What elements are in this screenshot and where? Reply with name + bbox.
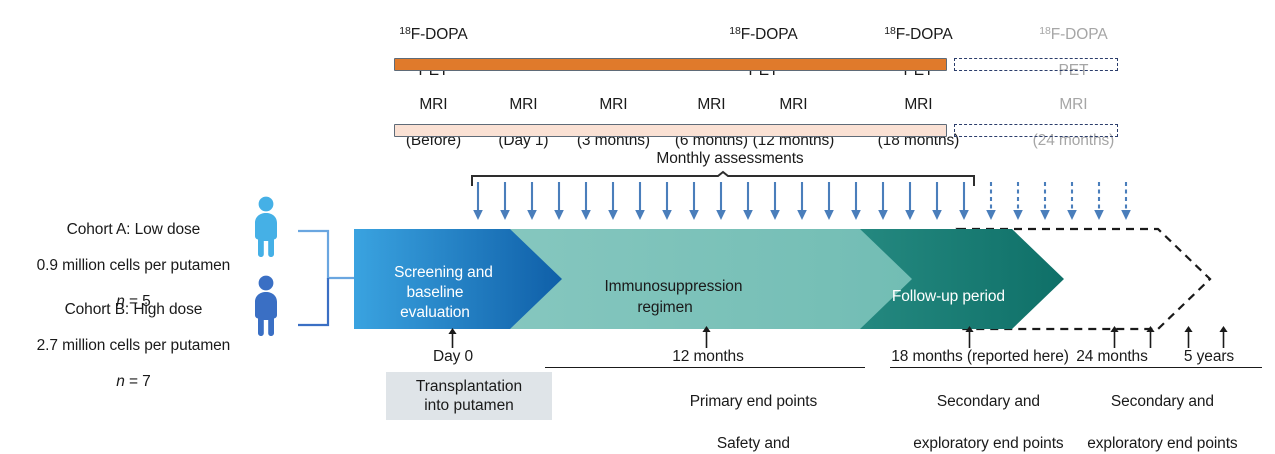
- transplantation-line1: Transplantation: [415, 378, 523, 395]
- endpoint-12m-lines: Primary end points Safety and tolerabili…: [625, 370, 865, 454]
- endpoint-18m-arrow-icon: [965, 326, 974, 348]
- mri-label-6: MRI (24 months): [1010, 78, 1120, 168]
- mri-label-0: MRI (Before): [370, 78, 480, 168]
- endpoint-18m-line-1: exploratory end points: [913, 435, 1064, 452]
- endpoint-24m-line-0: Secondary and: [1110, 393, 1214, 410]
- phase-label-followup-text: Follow-up period: [891, 288, 1005, 305]
- cohort-b-person-icon: [255, 275, 277, 336]
- pet-superscript-0: 18: [399, 25, 411, 37]
- endpoint-12m-line-0: Primary end points: [689, 393, 818, 410]
- mri-name-4: MRI: [779, 96, 808, 113]
- phase-label-followup: Follow-up period: [840, 270, 1040, 324]
- endpoint-24m-arrow-icon-2: [1146, 326, 1155, 348]
- cohort-a-person-icon: [255, 196, 277, 257]
- mri-name-1: MRI: [509, 96, 538, 113]
- cohort-b-dose: 2.7 million cells per putamen: [36, 337, 231, 354]
- monthly-assessments-bracket-and-arrows: [471, 170, 1131, 220]
- endpoint-5y-heading: 5 years: [1183, 348, 1235, 365]
- mri-name-2: MRI: [599, 96, 628, 113]
- endpoint-24m-lines: Secondary and exploratory end points Mot…: [1042, 370, 1266, 454]
- pet-timeline-bar-projected: [954, 58, 1118, 71]
- endpoint-24m-line-1: exploratory end points: [1087, 435, 1238, 452]
- cohort-connector-bracket: [298, 229, 360, 327]
- cohort-a-block: Cohort A: Low dose 0.9 million cells per…: [10, 203, 240, 329]
- endpoint-18m-line-0: Secondary and: [936, 393, 1040, 410]
- cohort-b-n-symbol: n: [116, 373, 125, 390]
- day0-arrow-icon: [448, 328, 457, 348]
- endpoint-12m-rule: [705, 367, 865, 369]
- endpoint-12m-line-1: Safety and: [716, 435, 790, 452]
- phase-chevron-screening: [354, 229, 562, 329]
- pet-name-2: F-DOPA: [895, 26, 953, 43]
- endpoint-12m-heading: 12 months: [672, 348, 744, 365]
- endpoint-12m-rule-left: [545, 367, 705, 369]
- endpoint-24m-rule: [1062, 367, 1262, 369]
- endpoint-5y-arrow-icon-1: [1184, 326, 1193, 348]
- cohort-b-n-value: = 7: [124, 373, 151, 390]
- cohort-b-block: Cohort B: High dose 2.7 million cells pe…: [10, 283, 240, 409]
- mri-timeline-bar-projected: [954, 124, 1118, 137]
- pet-superscript-3: 18: [1039, 25, 1051, 37]
- endpoint-5y-arrow-icon-2: [1219, 326, 1228, 348]
- transplantation-line2: into putamen: [424, 397, 514, 414]
- mri-name-5: MRI: [904, 96, 933, 113]
- mri-name-6: MRI: [1059, 96, 1088, 113]
- endpoint-18m-rule: [890, 367, 1070, 369]
- mri-name-3: MRI: [697, 96, 726, 113]
- pet-superscript-2: 18: [884, 25, 896, 37]
- cohort-b-title: Cohort B: High dose: [64, 301, 203, 318]
- pet-name-1: F-DOPA: [740, 26, 798, 43]
- mri-timeline-bar: [394, 124, 947, 137]
- endpoint-24m-heading: 24 months: [1076, 348, 1148, 365]
- cohort-a-title: Cohort A: Low dose: [66, 221, 201, 238]
- pet-name-0: F-DOPA: [410, 26, 468, 43]
- cohort-a-n-value: = 5: [124, 293, 151, 310]
- endpoint-18m-heading: 18 months (reported here): [891, 348, 1069, 365]
- endpoint-12m-arrow-icon: [702, 326, 711, 348]
- pet-superscript-1: 18: [729, 25, 741, 37]
- phase-flow-chevrons: [354, 227, 1212, 331]
- mri-name-0: MRI: [419, 96, 448, 113]
- endpoint-24m-arrow-icon-1: [1110, 326, 1119, 348]
- pet-name-3: F-DOPA: [1050, 26, 1108, 43]
- monthly-assessments-label: Monthly assessments: [656, 150, 804, 167]
- transplantation-box: Transplantation into putamen: [386, 372, 552, 420]
- pet-timeline-bar: [394, 58, 947, 71]
- endpoint-18m-lines: Secondary and exploratory end points Mot…: [870, 370, 1090, 454]
- mri-label-5: MRI (18 months): [855, 78, 965, 168]
- phase-chevron-immunosuppression: [452, 229, 912, 329]
- cohort-a-n-symbol: n: [116, 293, 125, 310]
- cohort-a-dose: 0.9 million cells per putamen: [36, 257, 231, 274]
- day0-label: Day 0: [433, 348, 473, 365]
